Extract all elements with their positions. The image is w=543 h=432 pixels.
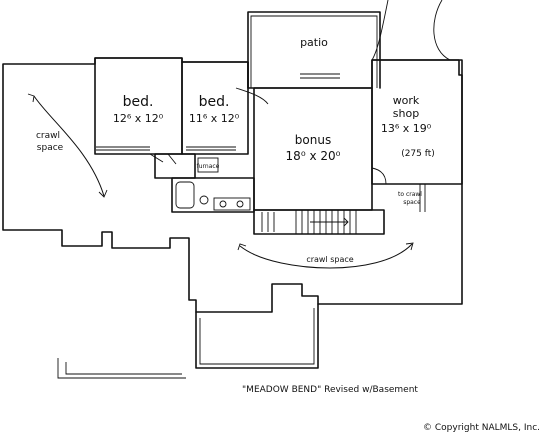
bed2-label: bed. xyxy=(199,94,230,110)
patio-outline xyxy=(247,11,381,89)
crawl-arc-bottom xyxy=(239,243,413,269)
crawl-left-line1: crawl xyxy=(36,131,60,141)
furnace-label: furnace xyxy=(197,163,220,170)
bed1-label: bed. xyxy=(123,94,154,110)
furnace-box xyxy=(197,157,219,173)
bed1-size: 12⁶ x 12⁰ xyxy=(113,112,164,125)
bonus-label: bonus xyxy=(295,133,331,147)
staircase xyxy=(253,209,385,235)
to-crawl-line2: space xyxy=(403,199,421,206)
workshop-label-line1: work xyxy=(393,94,420,107)
patio-label: patio xyxy=(300,36,328,49)
vanity xyxy=(213,197,251,211)
toilet xyxy=(199,195,209,205)
workshop-label-line2: shop xyxy=(393,107,419,120)
workshop-size: 13⁶ x 19⁰ xyxy=(381,122,432,135)
copyright-notice: © Copyright NALMLS, Inc. xyxy=(423,423,540,432)
bedroom-2 xyxy=(181,61,249,155)
to-crawl-line1: to crawl xyxy=(398,191,422,198)
workshop-room xyxy=(371,59,463,185)
bonus-size: 18⁰ x 20⁰ xyxy=(286,149,341,163)
crawl-left-line2: space xyxy=(37,143,64,153)
bed2-size: 11⁶ x 12⁰ xyxy=(189,112,240,125)
bathtub xyxy=(175,181,195,209)
crawl-bottom-label: crawl space xyxy=(306,255,353,264)
crawl-arc-left xyxy=(33,95,105,197)
hallway xyxy=(154,153,196,179)
workshop-area: (275 ft) xyxy=(401,149,435,159)
plan-caption: "MEADOW BEND" Revised w/Basement xyxy=(242,385,418,395)
lower-foundation xyxy=(195,303,319,369)
